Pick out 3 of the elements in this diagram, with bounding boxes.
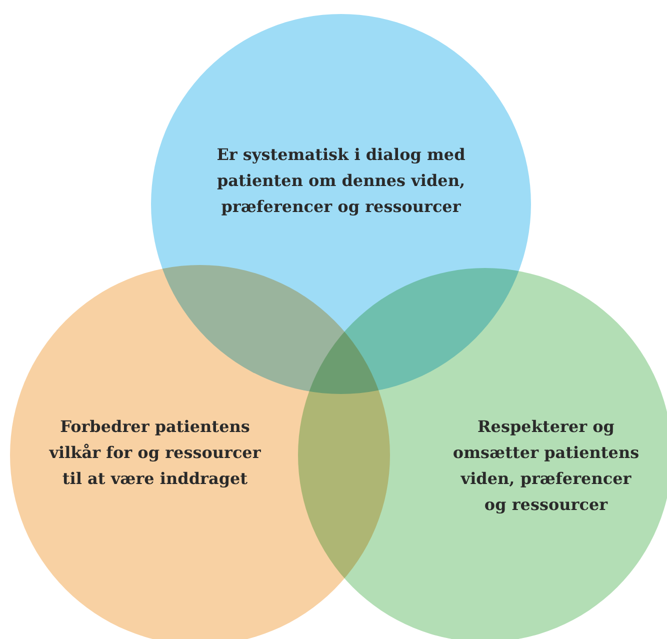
circle-label: Er systematisk i dialog med patienten om dennes viden, præferencer og ressourcer xyxy=(216,144,466,218)
circle-label: Forbedrer patientens vilkår for og ressourcer til at være inddraget xyxy=(48,416,262,490)
circle-label: Respekterer og omsætter patientens viden, præferencer og ressourcer xyxy=(452,416,640,516)
